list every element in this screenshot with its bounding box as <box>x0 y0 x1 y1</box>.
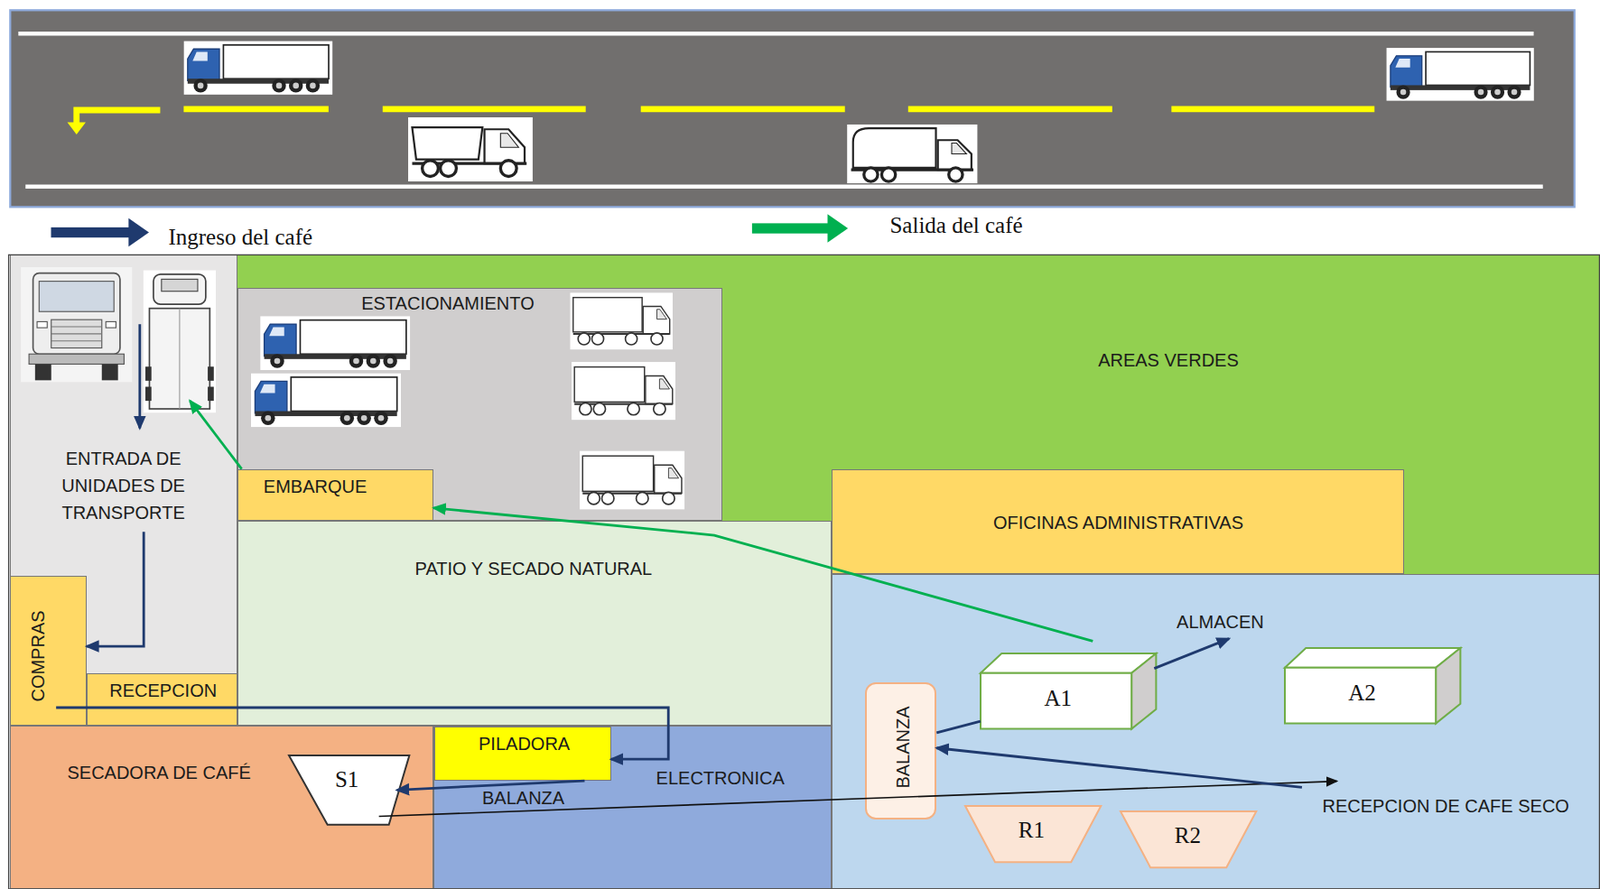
area-label: A2 <box>1348 679 1377 707</box>
legend-arrow-in <box>51 227 133 238</box>
truck-icon <box>569 292 672 350</box>
area-box: PILADORA <box>434 726 612 782</box>
entry-flow-arrow <box>936 721 981 734</box>
lane-dashes <box>183 105 1375 112</box>
area-label: A1 <box>1043 685 1072 713</box>
truck-front-icon <box>20 267 132 383</box>
garbage-truck-icon <box>846 124 977 185</box>
legend-text: Ingreso del café <box>167 224 313 251</box>
legend-arrow-in <box>128 218 149 248</box>
area-label: R2 <box>1174 822 1201 850</box>
storage-box: A1 <box>980 653 1156 730</box>
area-box: COMPRAS <box>9 576 87 726</box>
hopper-shape: S1 <box>288 755 410 826</box>
road-edge-line <box>25 184 1543 189</box>
area-box: PATIO Y SECADO NATURAL <box>237 520 832 726</box>
area-label: RECEPCION <box>109 679 217 702</box>
area-label: ESTACIONAMIENTO <box>361 292 535 315</box>
plant-frame <box>9 254 1600 889</box>
lane-arrow-head <box>67 122 86 136</box>
area-box: SECADORA DE CAFÉ S1 <box>9 725 434 889</box>
connectors <box>55 400 1337 817</box>
entry-flow-arrow <box>379 781 1338 818</box>
area-label: ENTRADA DE UNIDADES DE TRANSPORTE <box>42 445 205 527</box>
storage-box: A2 <box>1284 648 1461 725</box>
area-label: PILADORA <box>478 733 570 755</box>
area-label: BALANZA <box>892 706 914 789</box>
legend-arrow-out <box>827 213 849 243</box>
truck-icon <box>251 372 401 428</box>
lane-arrow <box>76 110 161 125</box>
entry-flow-arrow <box>397 781 586 791</box>
truck-top-icon <box>143 269 216 413</box>
truck-icon <box>1386 47 1535 102</box>
area-label: EMBARQUE <box>263 475 367 498</box>
truck-icon <box>579 451 685 511</box>
legend-text: Salida del café <box>889 213 1023 239</box>
area-label: SECADORA DE CAFÉ <box>66 762 251 784</box>
area-box: ALMACEN RECEPCION DE CAFE SECO BALANZA A1 A2… <box>831 574 1600 889</box>
exit-flow-arrow <box>433 508 1093 642</box>
entry-flow-arrow <box>86 531 144 647</box>
area-label: ELECTRONICA <box>656 767 785 790</box>
entry-flow-arrow <box>936 748 1303 789</box>
entry-flow-arrow <box>1153 639 1229 670</box>
area-box: RECEPCION <box>86 673 238 727</box>
area-box: ELECTRONICA BALANZA PILADORA <box>433 725 832 889</box>
area-label: OFICINAS ADMINISTRATIVAS <box>993 511 1244 534</box>
dump-truck-icon <box>408 117 533 182</box>
entry-flow-arrow <box>55 707 669 760</box>
area-box: OFICINAS ADMINISTRATIVAS <box>831 469 1405 575</box>
hopper-shape: R1 <box>965 806 1101 863</box>
area-label: BALANZA <box>482 787 565 810</box>
road-edge-line <box>18 31 1534 37</box>
hopper-shape: R2 <box>1120 811 1256 868</box>
area-label: S1 <box>334 766 359 794</box>
entry-arrow <box>138 324 141 428</box>
area-box: BALANZA <box>865 682 937 820</box>
area-box: EMBARQUE <box>237 469 434 522</box>
truck-icon <box>571 362 676 420</box>
area-label: PATIO Y SECADO NATURAL <box>415 558 653 580</box>
road <box>9 9 1574 207</box>
exit-flow-arrow <box>189 400 242 469</box>
area-label: R1 <box>1018 817 1045 845</box>
area-label: ALMACEN <box>1176 611 1265 633</box>
area-label: COMPRAS <box>27 611 49 703</box>
area-label: RECEPCION DE CAFE SECO <box>1322 795 1570 818</box>
area-label: AREAS VERDES <box>1097 349 1239 372</box>
truck-icon <box>260 316 410 371</box>
legend-arrow-out <box>752 223 832 233</box>
truck-icon <box>183 40 333 94</box>
